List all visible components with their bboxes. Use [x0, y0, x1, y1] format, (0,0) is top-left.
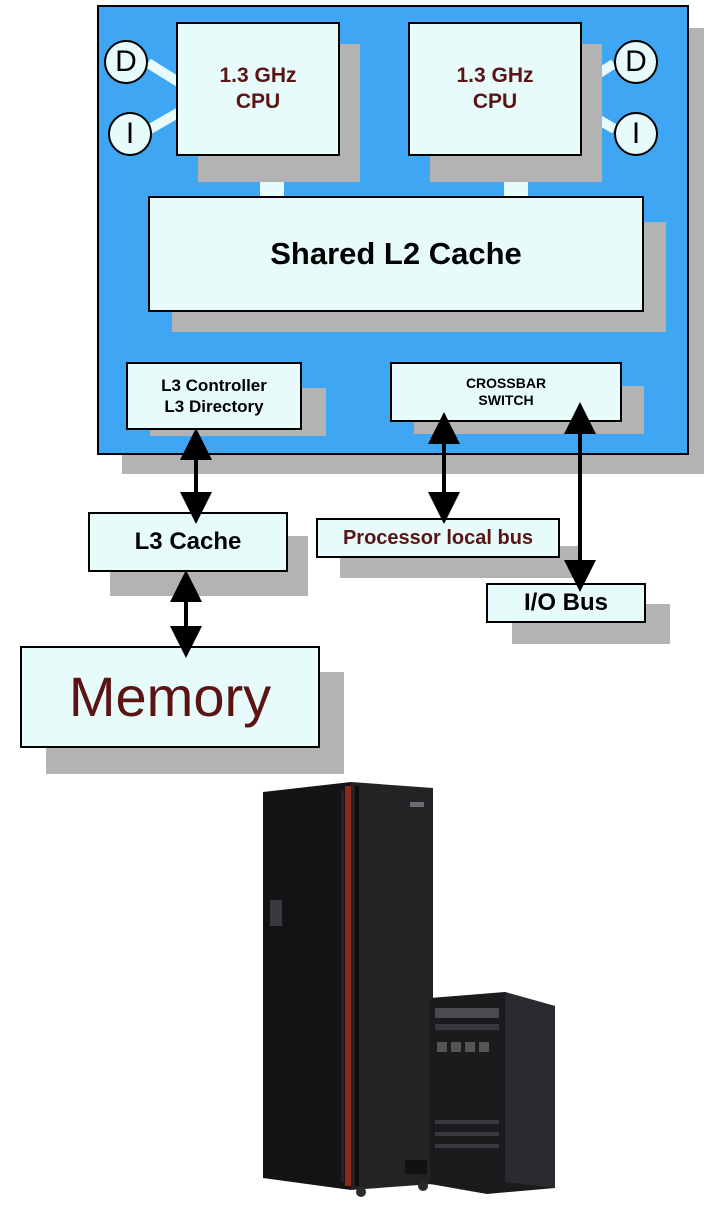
cpu-left-speed: 1.3 GHz — [219, 63, 297, 87]
cpu-left: 1.3 GHz CPU — [176, 22, 340, 156]
data-cache-right: D — [614, 40, 658, 84]
switch-label: SWITCH — [478, 392, 534, 408]
l3-directory-label: L3 Directory — [164, 397, 264, 416]
cpu-right: 1.3 GHz CPU — [408, 22, 582, 156]
data-cache-left: D — [104, 40, 148, 84]
instruction-cache-right: I — [614, 112, 658, 156]
shared-l2-cache: Shared L2 Cache — [148, 196, 644, 312]
cpu-right-label: CPU — [472, 90, 518, 113]
ibm-logo-plate — [410, 802, 424, 807]
l3-controller-label: L3 Controller — [161, 375, 267, 395]
server-illustration — [263, 782, 555, 1197]
cpu-left-label: CPU — [235, 90, 281, 113]
cpu-right-speed: 1.3 GHz — [456, 63, 534, 87]
io-bus: I/O Bus — [486, 583, 646, 623]
l3-controller: L3 Controller L3 Directory — [126, 362, 302, 430]
crossbar-label: CROSSBAR — [465, 374, 547, 391]
instruction-cache-left: I — [108, 112, 152, 156]
